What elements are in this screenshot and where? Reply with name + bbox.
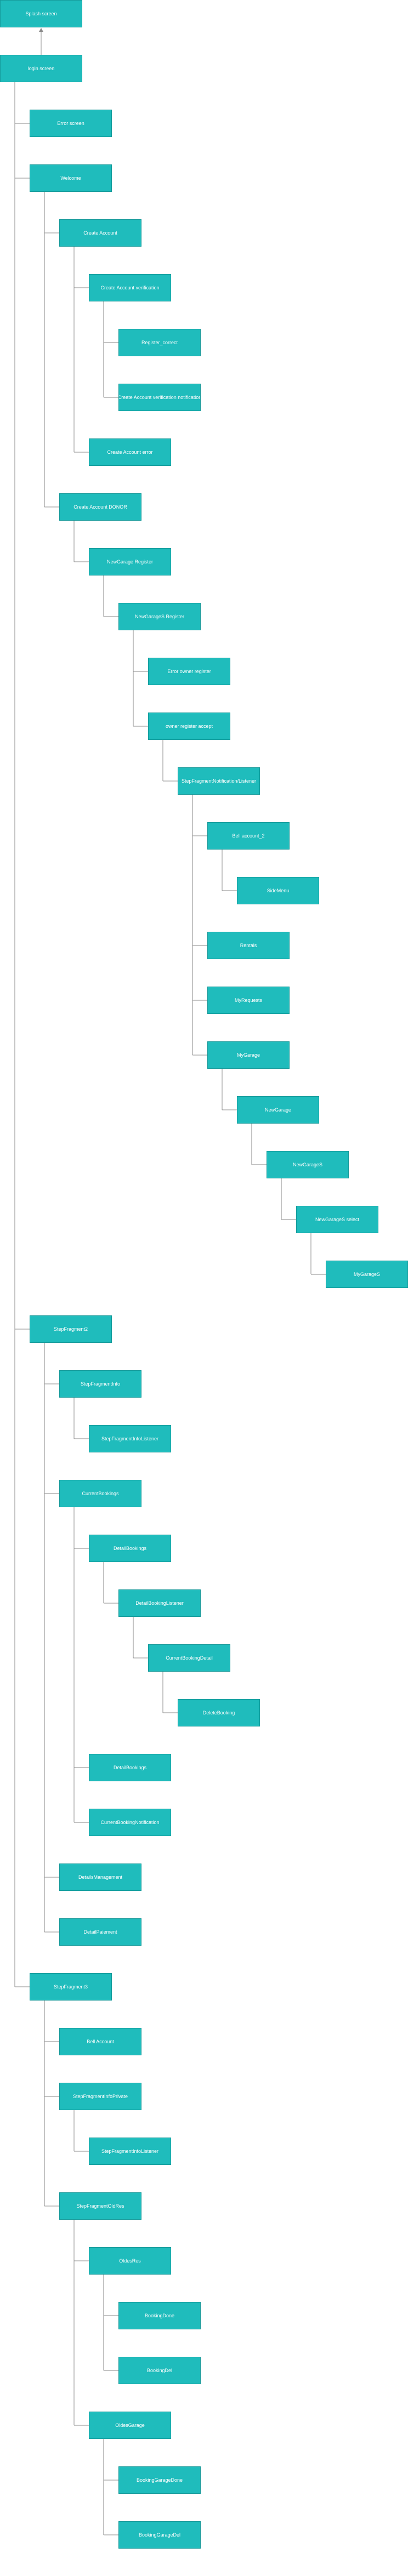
screen-node: DetailsManagement [59, 1863, 141, 1891]
screen-node: BookingGarageDone [118, 2466, 201, 2494]
screen-node: DetailBookingListener [118, 1589, 201, 1617]
screen-node: OldesRes [89, 2247, 171, 2275]
screen-node: Bell account_2 [207, 822, 290, 850]
screen-node: Create Account error [89, 438, 171, 466]
screen-node: Error owner register [148, 658, 230, 685]
screen-node: Register_correct [118, 329, 201, 356]
screen-node: DetailPaiement [59, 1918, 141, 1946]
screen-node: StepFragmentNotification/Listener [178, 767, 260, 795]
screen-node: MyRequests [207, 987, 290, 1014]
screen-node: StepFragmentInfoPrivate [59, 2083, 141, 2110]
screen-node: DetailBookings [89, 1754, 171, 1781]
screen-node: Rentals [207, 932, 290, 959]
screen-node: owner register accept [148, 713, 230, 740]
splash-screen-node: Splash screen [0, 0, 82, 27]
screen-node: MyGarage [207, 1041, 290, 1069]
screen-node: StepFragmentInfoListener [89, 1425, 171, 1452]
screen-node: StepFragmentOldRes [59, 2192, 141, 2220]
screen-node: OldesGarage [89, 2412, 171, 2439]
screen-node: DetailBookings [89, 1535, 171, 1562]
screen-node: NewGarageS select [296, 1206, 378, 1233]
screen-node: login screen [0, 55, 82, 82]
screen-node: Error screen [30, 110, 112, 137]
screen-node: NewGarage Register [89, 548, 171, 575]
screen-node: BookingDel [118, 2357, 201, 2384]
screen-node: NewGarageS Register [118, 603, 201, 630]
screen-node: StepFragmentInfo [59, 1370, 141, 1398]
screen-node: SideMenu [237, 877, 319, 904]
arrow-up-icon [39, 28, 43, 32]
screen-node: CurrentBookingNotification [89, 1809, 171, 1836]
screen-node: NewGarage [237, 1096, 319, 1124]
screen-node: Create Account verification notification [118, 384, 201, 411]
screen-node: Create Account DONOR [59, 493, 141, 521]
screen-node: Create Account verification [89, 274, 171, 301]
screen-node: StepFragment3 [30, 1973, 112, 2001]
screen-node: NewGarageS [267, 1151, 349, 1178]
screen-node: StepFragment2 [30, 1315, 112, 1343]
screen-node: CurrentBookings [59, 1480, 141, 1507]
screen-node: Welcome [30, 164, 112, 192]
screen-node: MyGarageS [326, 1261, 408, 1288]
screen-node: Create Account [59, 219, 141, 247]
screen-node: BookingDone [118, 2302, 201, 2329]
screen-node: DeleteBooking [178, 1699, 260, 1726]
screen-node: StepFragmentInfoListener [89, 2138, 171, 2165]
screen-node: CurrentBookingDetail [148, 1644, 230, 1672]
screen-node: BookingGarageDel [118, 2521, 201, 2549]
screen-node: Bell Account [59, 2028, 141, 2055]
